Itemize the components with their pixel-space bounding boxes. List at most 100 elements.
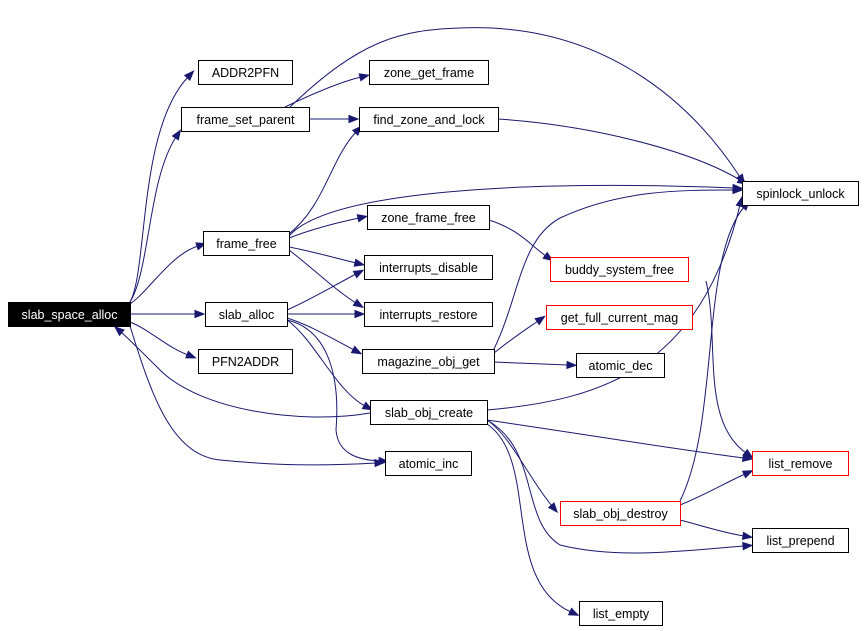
edge-slab_space_alloc-to-atomic_inc [129, 325, 386, 468]
arrowhead [194, 309, 206, 319]
edge-line [288, 217, 360, 239]
node-frame-set-parent[interactable]: frame_set_parent [181, 107, 310, 132]
edge-line [486, 419, 745, 554]
edge-line [289, 27, 741, 178]
node-PFN2ADDR[interactable]: PFN2ADDR [198, 349, 293, 374]
node-label: zone_frame_free [381, 211, 476, 225]
node-label: find_zone_and_lock [373, 113, 485, 127]
arrowhead [742, 541, 754, 551]
arrowhead [361, 401, 374, 411]
node-box [359, 107, 499, 132]
arrowhead [741, 470, 754, 479]
edge-line [129, 325, 377, 466]
edge-line [288, 246, 357, 264]
node-slab-obj-destroy[interactable]: slab_obj_destroy [560, 501, 681, 526]
node-frame-free[interactable]: frame_free [203, 231, 290, 256]
node-magazine-obj-get[interactable]: magazine_obj_get [362, 349, 495, 374]
node-label: frame_free [216, 237, 276, 251]
arrowhead [113, 325, 125, 337]
arrowhead [350, 345, 363, 355]
edge-slab_alloc-to-interrupts_disable [286, 269, 365, 311]
node-box [8, 302, 131, 327]
node-label: slab_alloc [219, 308, 275, 322]
edge-find_zone_and_lock-to-spinlock_unlock [497, 118, 749, 185]
edge-slab_obj_destroy-to-list_prepend [679, 519, 754, 540]
node-box [560, 501, 681, 526]
node-list-empty[interactable]: list_empty [579, 601, 663, 626]
edge-slab_space_alloc-to-ADDR2PFN [129, 70, 195, 303]
edge-slab_alloc-to-slab_obj_create [286, 319, 374, 411]
node-label: interrupts_disable [379, 261, 478, 275]
edge-frame_set_parent-to-spinlock_unlock [289, 27, 746, 185]
node-label: slab_obj_destroy [573, 507, 668, 521]
node-box [576, 353, 665, 378]
node-label: atomic_inc [399, 457, 459, 471]
node-atomic-inc[interactable]: atomic_inc [385, 451, 472, 476]
node-slab-alloc[interactable]: slab_alloc [205, 302, 288, 327]
node-zone-frame-free[interactable]: zone_frame_free [367, 205, 490, 230]
node-label: interrupts_restore [380, 308, 478, 322]
node-find-zone-and-lock[interactable]: find_zone_and_lock [359, 107, 499, 132]
edge-line [288, 185, 735, 237]
edge-slab_alloc-to-atomic_inc [286, 319, 390, 466]
node-label: get_full_current_mag [561, 311, 678, 325]
nodes-layer: slab_space_alloc ADDR2PFN frame_set_parent… [8, 60, 859, 626]
edge-magazine_obj_get-to-spinlock_unlock [493, 185, 744, 350]
edge-line [679, 473, 746, 506]
node-slab-obj-create[interactable]: slab_obj_create [370, 400, 488, 425]
edge-slab_obj_create-to-list_prepend [486, 419, 754, 554]
node-box [367, 205, 490, 230]
node-box [362, 349, 495, 374]
edge-frame_free-to-spinlock_unlock [288, 183, 744, 237]
edge-slab_obj_destroy-to-spinlock_unlock [679, 199, 750, 502]
edge-line [129, 76, 189, 303]
node-buddy-system-free[interactable]: buddy_system_free [550, 257, 689, 282]
edge-line [288, 131, 357, 235]
node-atomic-dec[interactable]: atomic_dec [576, 353, 665, 378]
node-ADDR2PFN[interactable]: ADDR2PFN [198, 60, 293, 85]
node-label: atomic_dec [589, 359, 653, 373]
node-box [205, 302, 288, 327]
edge-slab_space_alloc-to-frame_set_parent [129, 129, 182, 303]
node-box [752, 528, 849, 553]
node-box [198, 349, 293, 374]
node-label: PFN2ADDR [212, 355, 279, 369]
node-spinlock-unlock[interactable]: spinlock_unlock [742, 181, 859, 206]
node-interrupts-restore[interactable]: interrupts_restore [364, 302, 493, 327]
arrowhead [567, 607, 580, 616]
edge-line [129, 136, 177, 303]
node-box [579, 601, 663, 626]
edge-line [493, 189, 735, 350]
node-label: list_prepend [766, 534, 834, 548]
node-label: magazine_obj_get [377, 355, 480, 369]
edge-frame_free-to-zone_frame_free [288, 214, 369, 239]
node-box [742, 181, 859, 206]
node-get-full-current-mag[interactable]: get_full_current_mag [546, 305, 693, 330]
node-slab-space-alloc[interactable]: slab_space_alloc [8, 302, 131, 327]
node-box [364, 302, 493, 327]
edge-line [486, 423, 572, 613]
arrowhead [534, 315, 546, 326]
arrowhead [348, 114, 360, 124]
node-list-prepend[interactable]: list_prepend [752, 528, 849, 553]
edge-line [486, 419, 745, 459]
node-interrupts-disable[interactable]: interrupts_disable [364, 255, 493, 280]
arrowhead [183, 70, 195, 81]
edge-frame_free-to-find_zone_and_lock [288, 125, 363, 235]
node-box [550, 257, 689, 282]
node-list-remove[interactable]: list_remove [752, 451, 849, 476]
node-box [385, 451, 472, 476]
arrowhead [356, 214, 369, 223]
node-zone-get-frame[interactable]: zone_get_frame [369, 60, 489, 85]
edge-line [284, 76, 362, 108]
edge-line [286, 317, 355, 351]
edge-line [679, 519, 745, 537]
node-box [203, 231, 290, 256]
edge-line [705, 280, 747, 454]
node-label: frame_set_parent [197, 113, 296, 127]
edge-frame_set_parent-to-find_zone_and_lock [309, 114, 360, 124]
edge-line [129, 245, 199, 305]
node-box [752, 451, 849, 476]
node-box [369, 60, 489, 85]
edge-line [488, 219, 547, 257]
